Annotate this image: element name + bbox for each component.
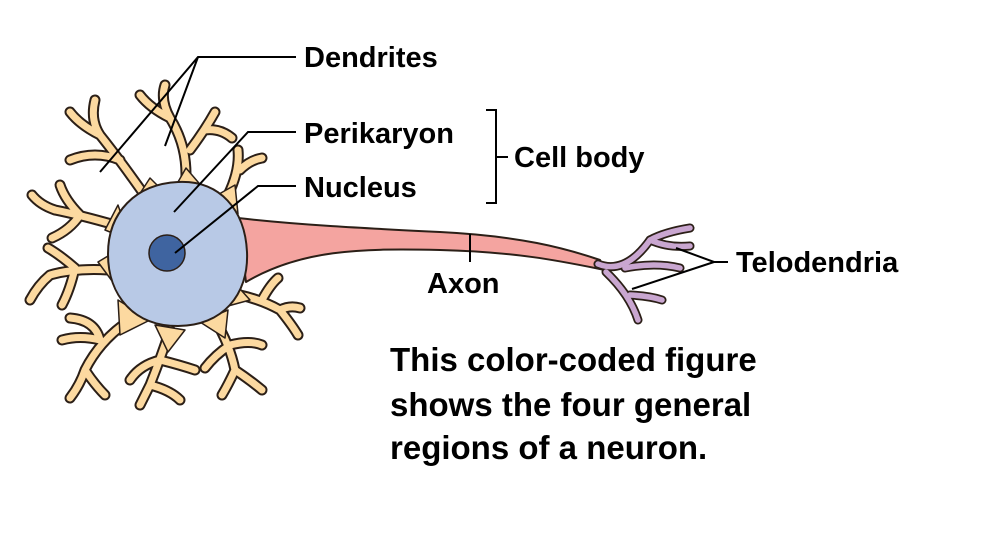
- caption-line-1: This color-coded figure: [390, 341, 757, 378]
- perikaryon-leader: [173, 131, 296, 213]
- telodendria-leader: [631, 247, 728, 290]
- caption-line-3: regions of a neuron.: [390, 429, 707, 466]
- dendrites-shape: [24, 79, 306, 411]
- telodendria-label: Telodendria: [736, 247, 899, 279]
- nucleus-label: Nucleus: [304, 172, 417, 204]
- dendrites-label: Dendrites: [304, 42, 438, 74]
- nucleus-leader: [174, 185, 296, 254]
- nucleus-shape: [148, 234, 186, 272]
- axon-shape: [237, 217, 606, 283]
- caption-line-2: shows the four general: [390, 386, 751, 423]
- telodendria-shape: [593, 223, 695, 325]
- leader-lines: [99, 56, 728, 290]
- dendrites-leader: [99, 56, 296, 173]
- axon-label: Axon: [427, 268, 500, 300]
- cell-body-bracket: [486, 109, 508, 204]
- perikaryon-label: Perikaryon: [304, 118, 454, 150]
- cell-body-label: Cell body: [514, 142, 645, 174]
